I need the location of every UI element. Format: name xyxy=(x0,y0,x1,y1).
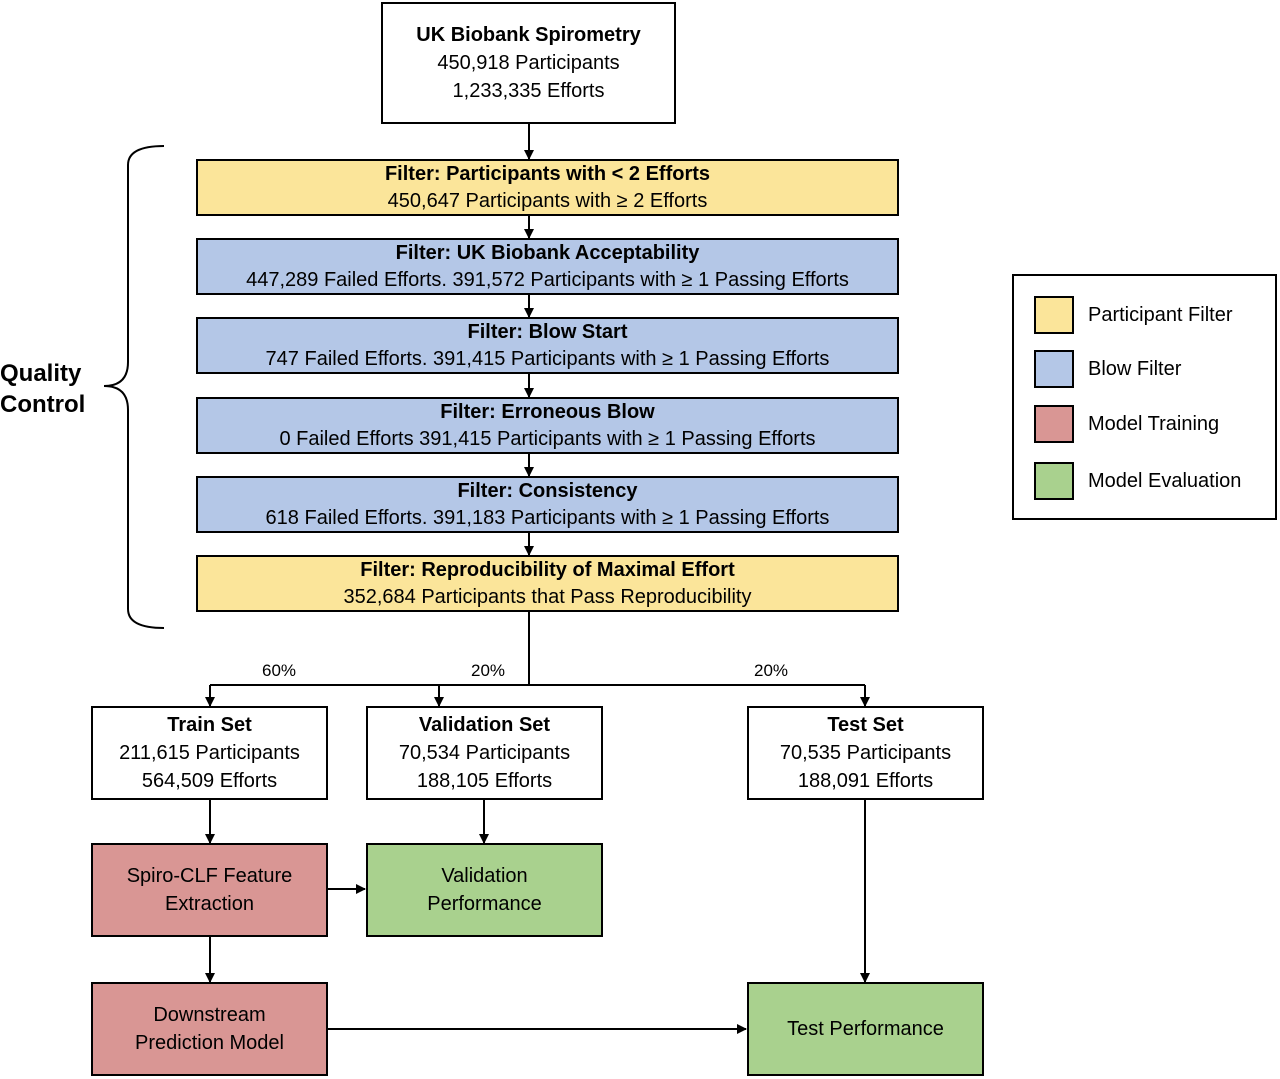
validation-set-participants: 70,534 Participants xyxy=(398,742,571,764)
legend-swatch-blow-filter xyxy=(1034,350,1074,388)
source-title: UK Biobank Spirometry xyxy=(416,24,641,46)
filter-detail: 618 Failed Efforts. 391,183 Participants… xyxy=(265,506,830,529)
legend-item-model-evaluation: Model Evaluation xyxy=(1034,462,1241,500)
filter-detail: 747 Failed Efforts. 391,415 Participants… xyxy=(265,347,830,370)
train-set-title: Train Set xyxy=(167,714,252,736)
legend-item-blow-filter: Blow Filter xyxy=(1034,350,1181,388)
test-performance-label: Test Performance xyxy=(787,1018,944,1040)
legend-label-model-evaluation: Model Evaluation xyxy=(1088,469,1242,492)
validation-performance-box: Validation Performance xyxy=(366,843,603,937)
legend-label-model-training: Model Training xyxy=(1088,412,1220,435)
source-efforts: 1,233,335 Efforts xyxy=(452,80,605,102)
filter-detail: 447,289 Failed Efforts. 391,572 Particip… xyxy=(246,268,849,291)
legend-item-model-training: Model Training xyxy=(1034,405,1219,443)
filter-detail: 352,684 Participants that Pass Reproduci… xyxy=(343,585,752,608)
quality-control-label-line2: Control xyxy=(0,391,86,418)
filter-reproducibility: Filter: Reproducibility of Maximal Effor… xyxy=(196,555,899,612)
train-set-efforts: 564,509 Efforts xyxy=(141,770,278,792)
filter-acceptability: Filter: UK Biobank Acceptability 447,289… xyxy=(196,238,899,295)
legend-swatch-model-training xyxy=(1034,405,1074,443)
test-set-participants: 70,535 Participants xyxy=(779,742,952,764)
filter-title: Filter: Participants with < 2 Efforts xyxy=(384,162,711,185)
feature-extraction-line1: Spiro-CLF Feature xyxy=(126,865,293,887)
filter-title: Filter: Erroneous Blow xyxy=(440,400,655,423)
source-box: UK Biobank Spirometry 450,918 Participan… xyxy=(381,2,676,124)
validation-set-title: Validation Set xyxy=(418,714,551,736)
feature-extraction-box: Spiro-CLF Feature Extraction xyxy=(91,843,328,937)
quality-control-brace xyxy=(103,145,165,629)
test-split-pct: 20% xyxy=(753,661,789,680)
filter-title: Filter: UK Biobank Acceptability xyxy=(395,241,700,264)
feature-extraction-line2: Extraction xyxy=(165,893,254,915)
legend-label-participant-filter: Participant Filter xyxy=(1088,303,1233,326)
downstream-model-line2: Prediction Model xyxy=(135,1032,284,1054)
legend: Participant Filter Blow Filter Model Tra… xyxy=(1012,274,1277,520)
filter-detail: 0 Failed Efforts 391,415 Participants wi… xyxy=(279,427,816,450)
quality-control-label: Quality Control xyxy=(0,358,85,420)
downstream-model-box: Downstream Prediction Model xyxy=(91,982,328,1076)
validation-set-efforts: 188,105 Efforts xyxy=(416,770,553,792)
legend-item-participant-filter: Participant Filter xyxy=(1034,296,1233,334)
train-set-participants: 211,615 Participants xyxy=(119,742,300,764)
filter-consistency: Filter: Consistency 618 Failed Efforts. … xyxy=(196,476,899,533)
filter-title: Filter: Blow Start xyxy=(467,320,628,343)
test-performance-box: Test Performance xyxy=(747,982,984,1076)
validation-performance-line2: Performance xyxy=(427,893,542,915)
legend-swatch-participant-filter xyxy=(1034,296,1074,334)
test-set-box: Test Set 70,535 Participants 188,091 Eff… xyxy=(747,706,984,800)
validation-split-pct: 20% xyxy=(470,661,506,680)
filter-blow-start: Filter: Blow Start 747 Failed Efforts. 3… xyxy=(196,317,899,374)
downstream-model-line1: Downstream xyxy=(153,1004,266,1026)
source-participants: 450,918 Participants xyxy=(437,52,620,74)
quality-control-label-line1: Quality xyxy=(0,360,82,387)
legend-swatch-model-evaluation xyxy=(1034,462,1074,500)
validation-set-box: Validation Set 70,534 Participants 188,1… xyxy=(366,706,603,800)
test-set-efforts: 188,091 Efforts xyxy=(797,770,934,792)
filter-title: Filter: Reproducibility of Maximal Effor… xyxy=(360,558,735,581)
filter-title: Filter: Consistency xyxy=(457,479,638,502)
filter-participants-min-efforts: Filter: Participants with < 2 Efforts 45… xyxy=(196,159,899,216)
train-set-box: Train Set 211,615 Participants 564,509 E… xyxy=(91,706,328,800)
test-set-title: Test Set xyxy=(827,714,904,736)
filter-erroneous-blow: Filter: Erroneous Blow 0 Failed Efforts … xyxy=(196,397,899,454)
filter-detail: 450,647 Participants with ≥ 2 Efforts xyxy=(387,189,708,212)
train-split-pct: 60% xyxy=(261,661,297,680)
validation-performance-line1: Validation xyxy=(441,865,528,887)
legend-label-blow-filter: Blow Filter xyxy=(1088,357,1182,380)
